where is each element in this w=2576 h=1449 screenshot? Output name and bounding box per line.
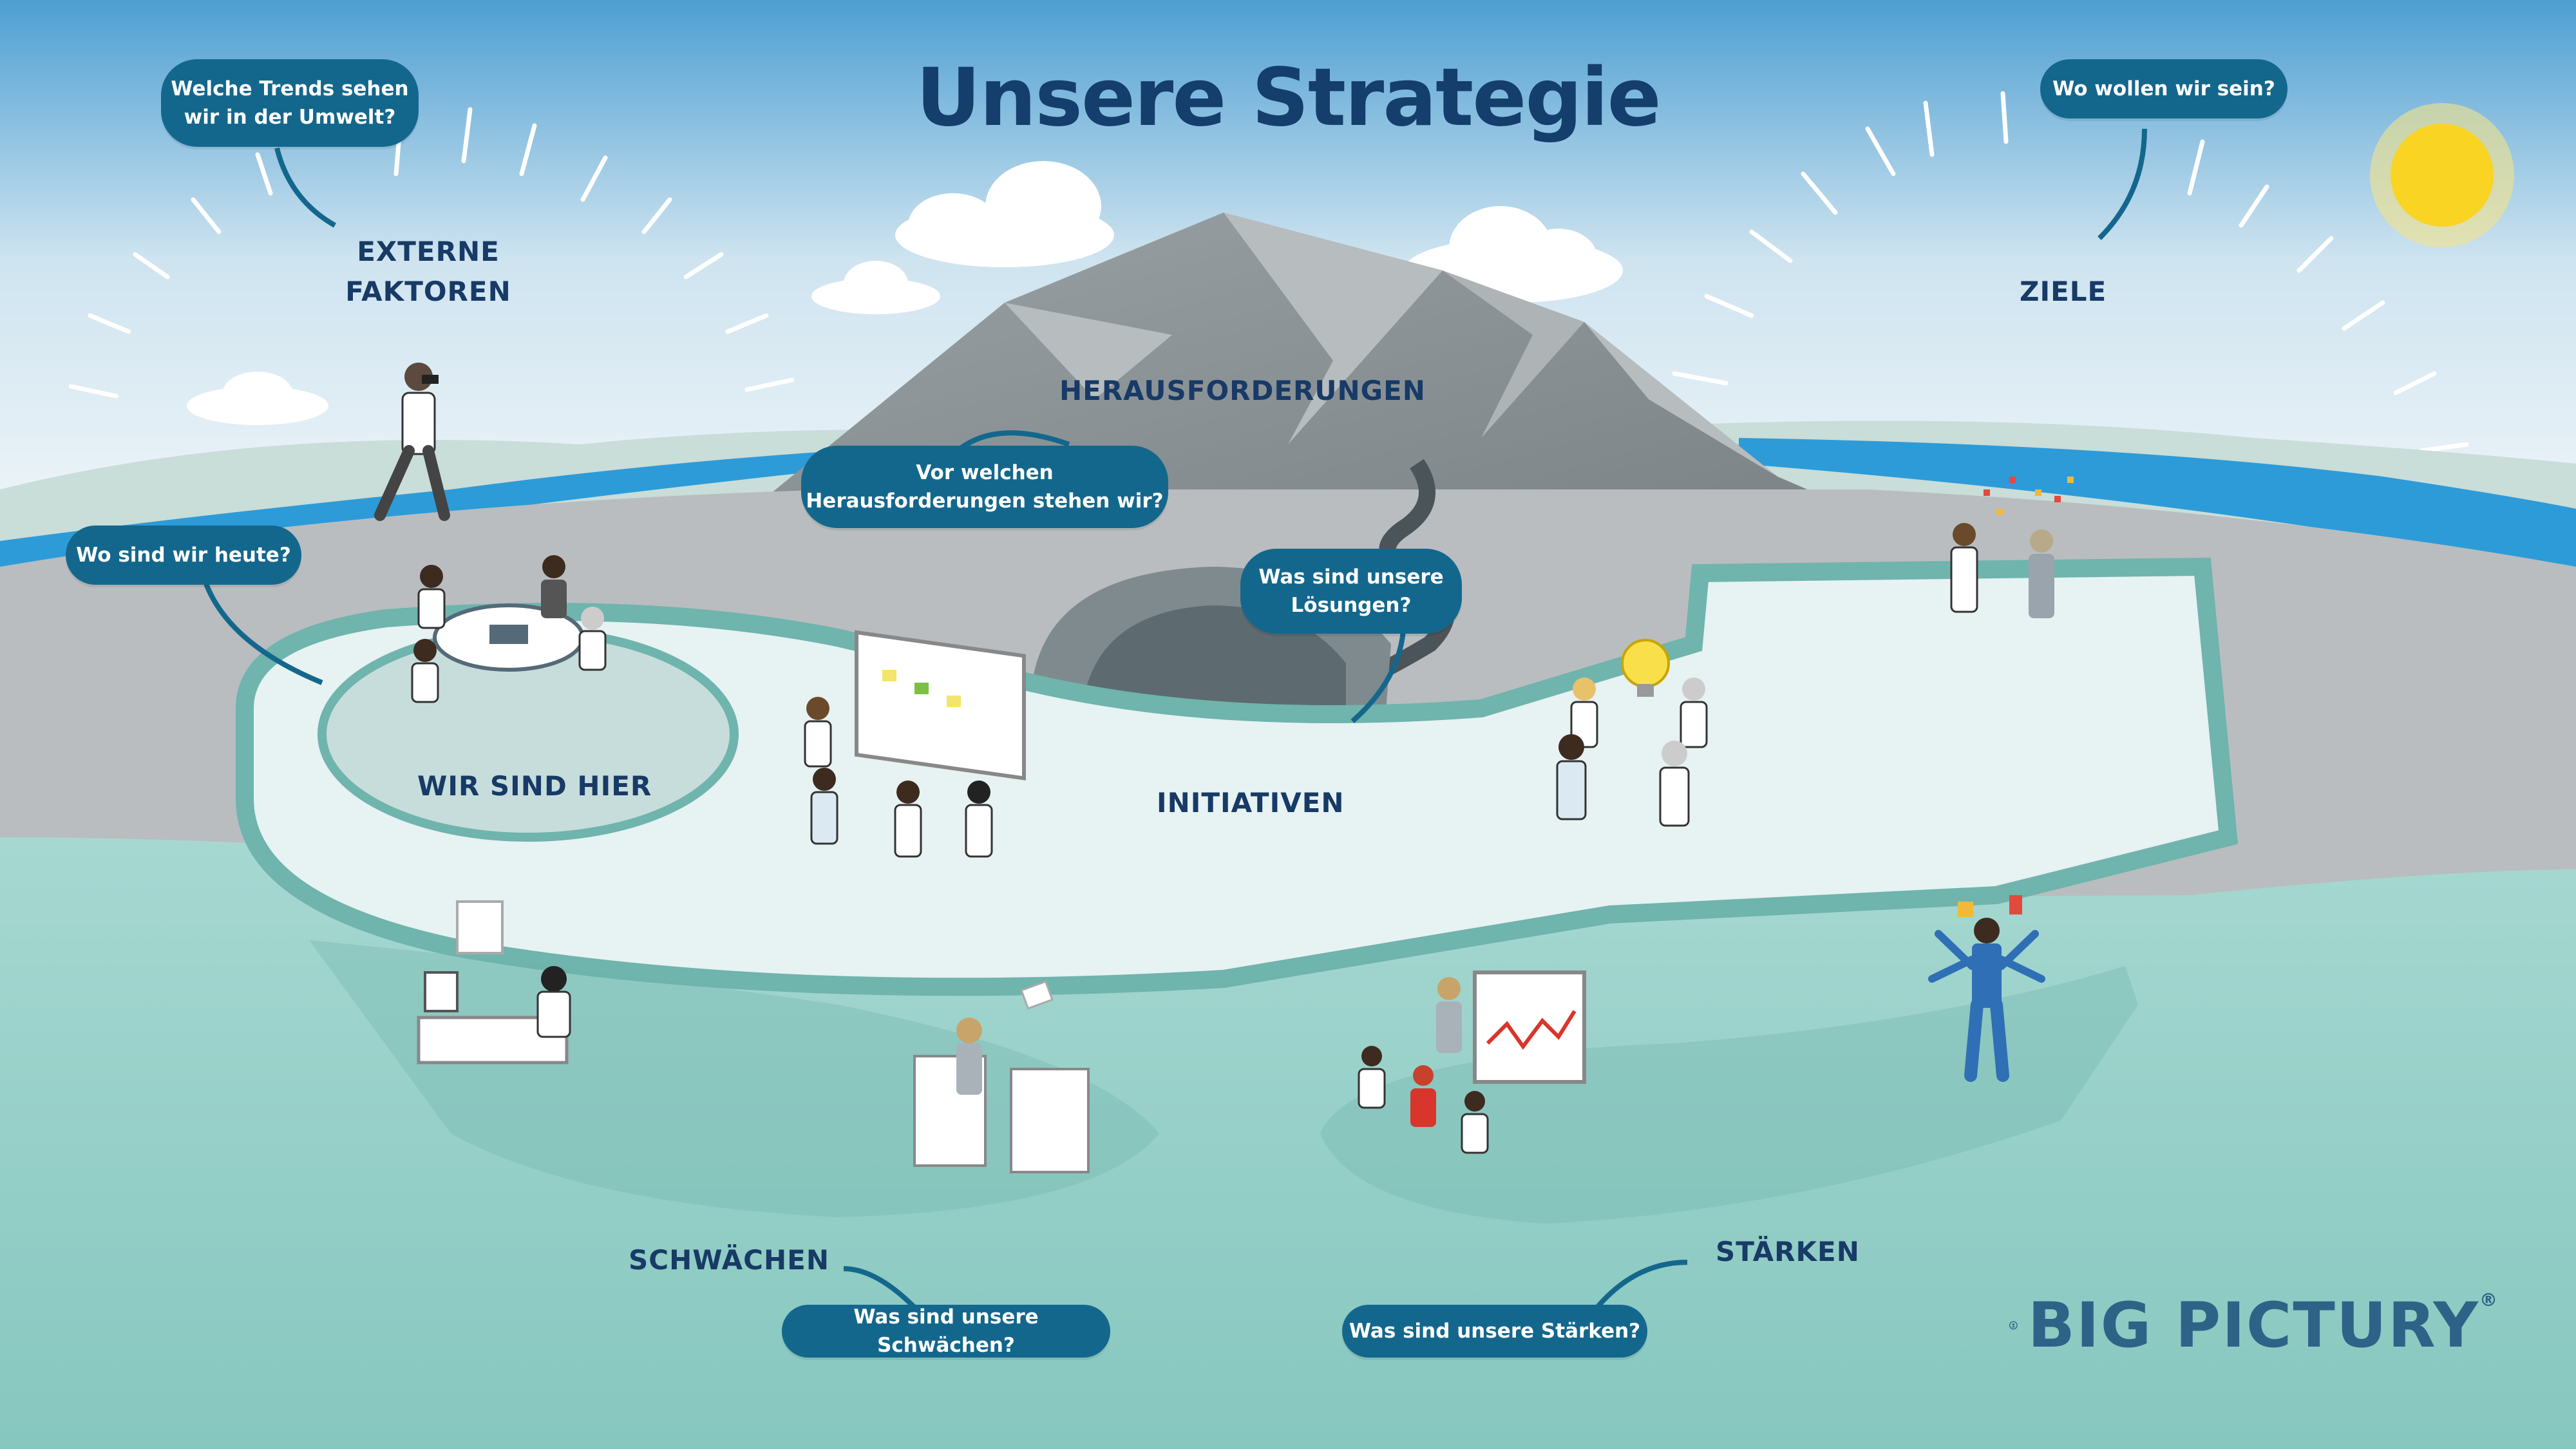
bubble-loesungen-line2: Lösungen?	[1291, 594, 1412, 617]
label-ziele: ZIELE	[2020, 276, 2107, 307]
bubble-trends-line2: wir in der Umwelt?	[184, 106, 396, 129]
river-right	[1739, 438, 2576, 580]
label-externe-faktoren-line1: EXTERNE	[357, 236, 500, 267]
label-externe-faktoren-line2: FAKTOREN	[345, 276, 511, 307]
team-discussion-icon	[1556, 677, 1708, 827]
mountains	[760, 213, 1868, 515]
paper-stack-icon	[913, 980, 1090, 1173]
bubble-trends-line1: Welche Trends sehen	[171, 77, 409, 100]
celebration-icon	[1950, 477, 2074, 618]
label-staerken: STÄRKEN	[1716, 1236, 1860, 1267]
rays-right	[1672, 91, 2469, 453]
sleeping-desk-icon	[417, 900, 571, 1065]
bubble-heute: Wo sind wir heute?	[66, 526, 301, 585]
meeting-table-icon	[411, 555, 607, 703]
bubble-loesungen: Was sind unsere Lösungen?	[1240, 549, 1462, 634]
bubble-loesungen-line1: Was sind unsere	[1258, 565, 1444, 589]
label-externe-faktoren: EXTERNE FAKTOREN	[335, 232, 522, 312]
bubble-herausforderungen-line1: Vor welchen	[916, 461, 1054, 484]
staerken-shadow	[1320, 966, 2138, 1224]
sun-icon	[2370, 103, 2514, 247]
logo-wordmark: BIG PICTURY	[2027, 1289, 2479, 1361]
bubble-herausforderungen: Vor welchen Herausforderungen stehen wir…	[801, 446, 1168, 528]
multitasking-person-icon	[1928, 895, 2045, 1082]
label-herausforderungen: HERAUSFORDERUNGEN	[1059, 375, 1426, 406]
logo-registered: ®	[2479, 1289, 2499, 1311]
big-picture-logo-icon	[2009, 1321, 2018, 1330]
whiteboard-team-icon	[804, 630, 1026, 858]
label-schwaechen: SCHWÄCHEN	[629, 1244, 829, 1276]
label-wir-sind-hier: WIR SIND HIER	[417, 770, 652, 802]
page-title: Unsere Strategie	[916, 52, 1661, 144]
bubble-ziele: Wo wollen wir sein?	[2040, 59, 2287, 118]
logo-text: BIG PICTURY®	[2028, 1289, 2499, 1361]
rays-left	[68, 107, 795, 399]
ground	[0, 837, 2576, 1449]
presentation-chart-icon	[1358, 971, 1586, 1154]
lightbulb-icon	[1621, 639, 1670, 697]
bubble-schwaechen: Was sind unsere Schwächen?	[782, 1305, 1110, 1358]
big-pictury-logo: BIG PICTURY®	[2009, 1289, 2499, 1361]
clouds	[187, 161, 1623, 425]
bubble-trends: Welche Trends sehen wir in der Umwelt?	[161, 59, 419, 147]
bubble-staerken: Was sind unsere Stärken?	[1342, 1305, 1647, 1358]
binoculars-person-icon	[374, 363, 450, 521]
label-initiativen: INITIATIVEN	[1157, 787, 1345, 819]
bubble-herausforderungen-line2: Herausforderungen stehen wir?	[806, 489, 1164, 513]
